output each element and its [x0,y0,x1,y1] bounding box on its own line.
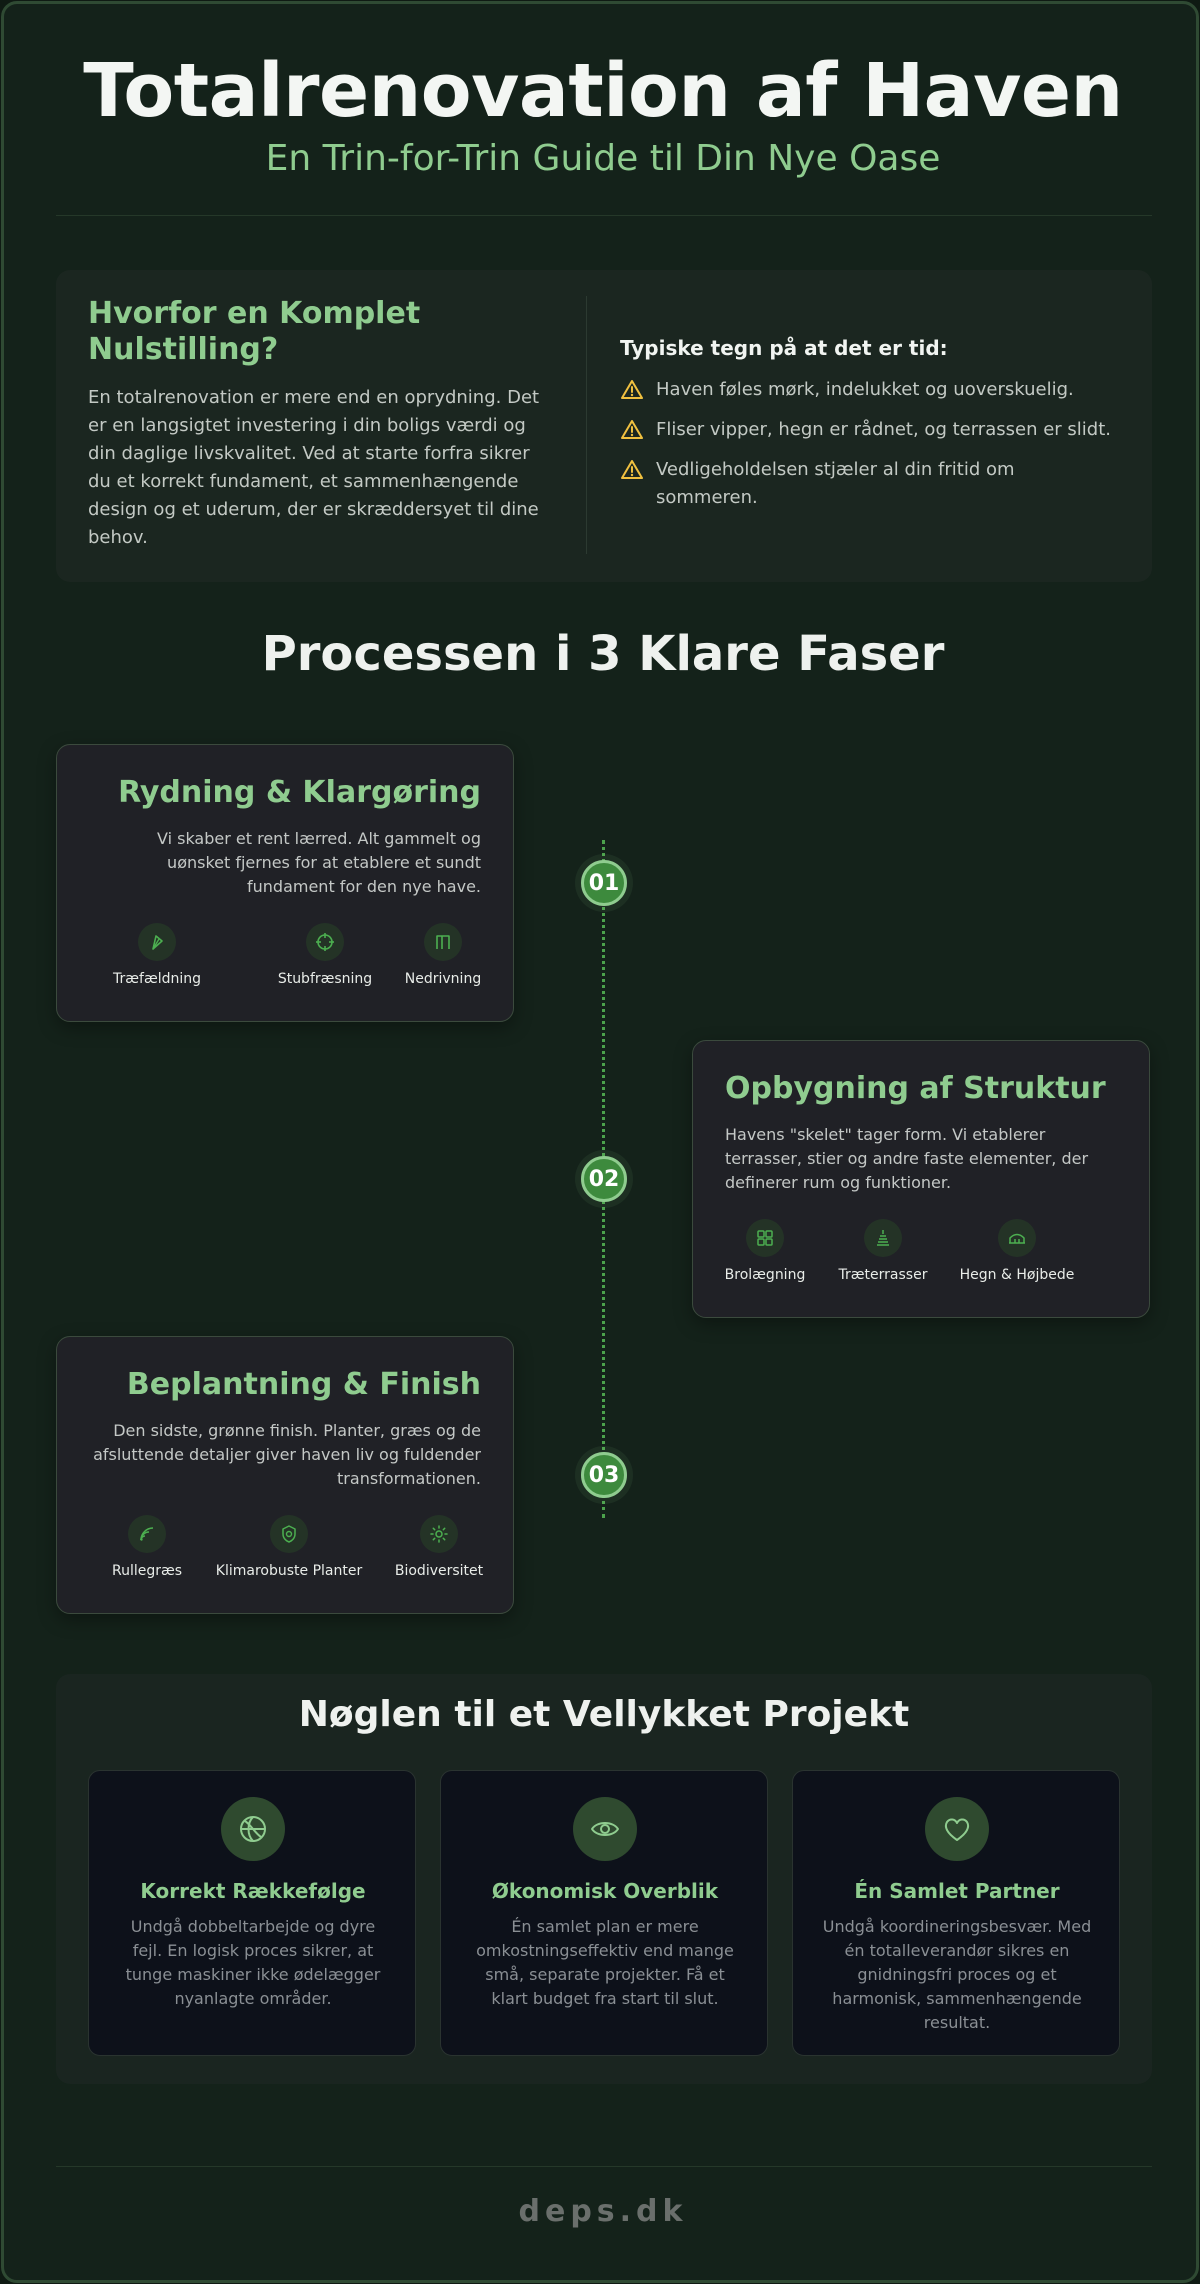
lawn-icon [128,1515,166,1553]
why-heading: Hvorfor en Komplet Nulstilling? [88,296,421,367]
crosshair-icon [306,923,344,961]
sign-text: Fliser vipper, hegn er rådnet, og terras… [656,419,1111,440]
phase-text: Den sidste, grønne finish. Planter, græs… [93,1421,481,1488]
key-title: Økonomisk Overblik [491,1879,719,1903]
why-divider [586,296,587,554]
fence-icon [998,1219,1036,1257]
process-heading: Processen i 3 Klare Faser [261,626,945,682]
phase-title: Opbygning af Struktur [725,1071,1106,1106]
signs-heading: Typiske tegn på at det er tid: [620,336,948,360]
step-number-1: 01 [581,860,627,906]
feature-label: Klimarobuste Planter [215,1563,363,1579]
heart-icon [925,1797,989,1861]
eye-icon [573,1797,637,1861]
deck-icon [864,1219,902,1257]
grid-icon [746,1219,784,1257]
sun-icon [420,1515,458,1553]
key-card: Økonomisk Overblik Én samlet plan er mer… [440,1770,768,2056]
axe-icon [138,923,176,961]
shield-icon [270,1515,308,1553]
key-text: Undgå dobbeltarbejde og dyre fejl. En lo… [125,1917,381,2008]
feature-label: Stubfræsning [277,971,373,987]
feature-label: Hegn & Højbede [959,1267,1075,1283]
sign-text: Haven føles mørk, indelukket og uoversku… [656,379,1074,400]
footer-brand[interactable]: deps.dk [518,2194,688,2229]
feature-label: Træterrasser [838,1267,928,1283]
phase-card-2: Opbygning af Struktur Havens "skelet" ta… [692,1040,1150,1318]
why-section: Hvorfor en Komplet Nulstilling? En total… [56,270,1152,582]
phase-text: Vi skaber et rent lærred. Alt gammelt og… [156,829,481,896]
feature-label: Nedrivning [404,971,482,987]
key-text: Undgå koordineringsbesvær. Med én totall… [822,1917,1092,2032]
phase-title: Beplantning & Finish [126,1367,481,1402]
phase-card-3: Beplantning & Finish Den sidste, grønne … [56,1336,514,1614]
key-text: Én samlet plan er mere omkostningseffekt… [476,1917,734,2008]
key-title: Én Samlet Partner [854,1879,1060,1903]
warning-triangle-icon [621,420,643,439]
phase-text: Havens "skelet" tager form. Vi etablerer… [725,1125,1089,1192]
sign-item: Vedligeholdelsen stjæler al din fritid o… [620,456,1120,512]
footer-divider [56,2166,1152,2167]
phase-card-1: Rydning & Klargøring Vi skaber et rent l… [56,744,514,1022]
warning-triangle-icon [621,380,643,399]
feature-label: Rullegræs [111,1563,183,1579]
phase-title: Rydning & Klargøring [118,775,481,810]
page-subtitle: En Trin-for-Trin Guide til Din Nye Oase [265,138,941,179]
warning-triangle-icon [621,460,643,479]
key-card: Korrekt Rækkefølge Undgå dobbeltarbejde … [88,1770,416,2056]
why-body: En totalrenovation er mere end en oprydn… [88,387,540,548]
sign-item: Haven føles mørk, indelukket og uoversku… [620,376,1120,404]
key-title: Korrekt Rækkefølge [140,1879,366,1903]
key-heading: Nøglen til et Vellykket Projekt [298,1694,910,1735]
step-number-3: 03 [581,1452,627,1498]
feature-label: Brolægning [724,1267,806,1283]
key-section: Nøglen til et Vellykket Projekt Korrekt … [56,1674,1152,2084]
globe-icon [221,1797,285,1861]
feature-label: Træfældning [113,971,201,987]
key-card: Én Samlet Partner Undgå koordineringsbes… [792,1770,1120,2056]
header-divider [56,215,1152,216]
demolition-icon [424,923,462,961]
feature-label: Biodiversitet [394,1563,484,1579]
step-number-2: 02 [581,1156,627,1202]
page-title: Totalrenovation af Haven [83,48,1123,134]
sign-item: Fliser vipper, hegn er rådnet, og terras… [620,416,1120,444]
sign-text: Vedligeholdelsen stjæler al din fritid o… [656,459,1015,508]
